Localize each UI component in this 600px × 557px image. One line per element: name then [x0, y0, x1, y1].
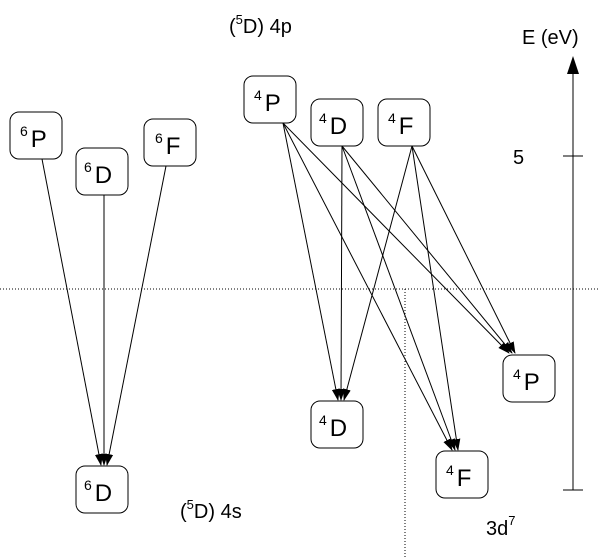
term-box-frame — [310, 98, 364, 147]
term-box-frame — [310, 400, 364, 449]
transition-arrow-u4D-to-l4F — [341, 145, 456, 451]
transition-arrow-u4F-to-l4P — [411, 145, 516, 354]
config-label-lower: (5D) 4s — [180, 497, 242, 523]
config-label-upper: (5D) 4p — [229, 12, 292, 38]
axis-arrowhead-icon — [567, 56, 579, 74]
term-box-frame — [9, 111, 63, 160]
transition-arrow-u6P-to-l6D — [41, 158, 103, 466]
axis-label: E (eV) — [522, 27, 579, 49]
term-box-frame — [435, 450, 489, 499]
term-box-frame — [75, 147, 129, 196]
transition-arrow-u4D-to-l4D — [337, 145, 346, 401]
transition-arrow-u4P-to-l4F — [282, 122, 453, 451]
transition-arrow-u4F-to-l4D — [342, 145, 413, 401]
axis-tick-label: 5 — [513, 147, 524, 169]
term-box-frame — [502, 354, 556, 403]
config-label-ground: 3d7 — [486, 513, 515, 540]
transition-arrows — [41, 122, 516, 466]
term-box-frame — [143, 118, 197, 167]
term-box-frame — [243, 75, 297, 124]
term-box-frame — [75, 465, 129, 514]
energy-axis: E (eV) 5 — [513, 27, 583, 491]
transition-arrow-u4F-to-l4F — [411, 145, 461, 451]
transition-arrow-u4P-to-l4P — [282, 122, 510, 354]
transition-arrow-u4P-to-l4D — [282, 122, 340, 401]
transition-arrow-u4D-to-l4P — [341, 145, 513, 354]
transition-arrow-u6F-to-l6D — [105, 165, 167, 466]
term-box-frame — [377, 98, 431, 147]
